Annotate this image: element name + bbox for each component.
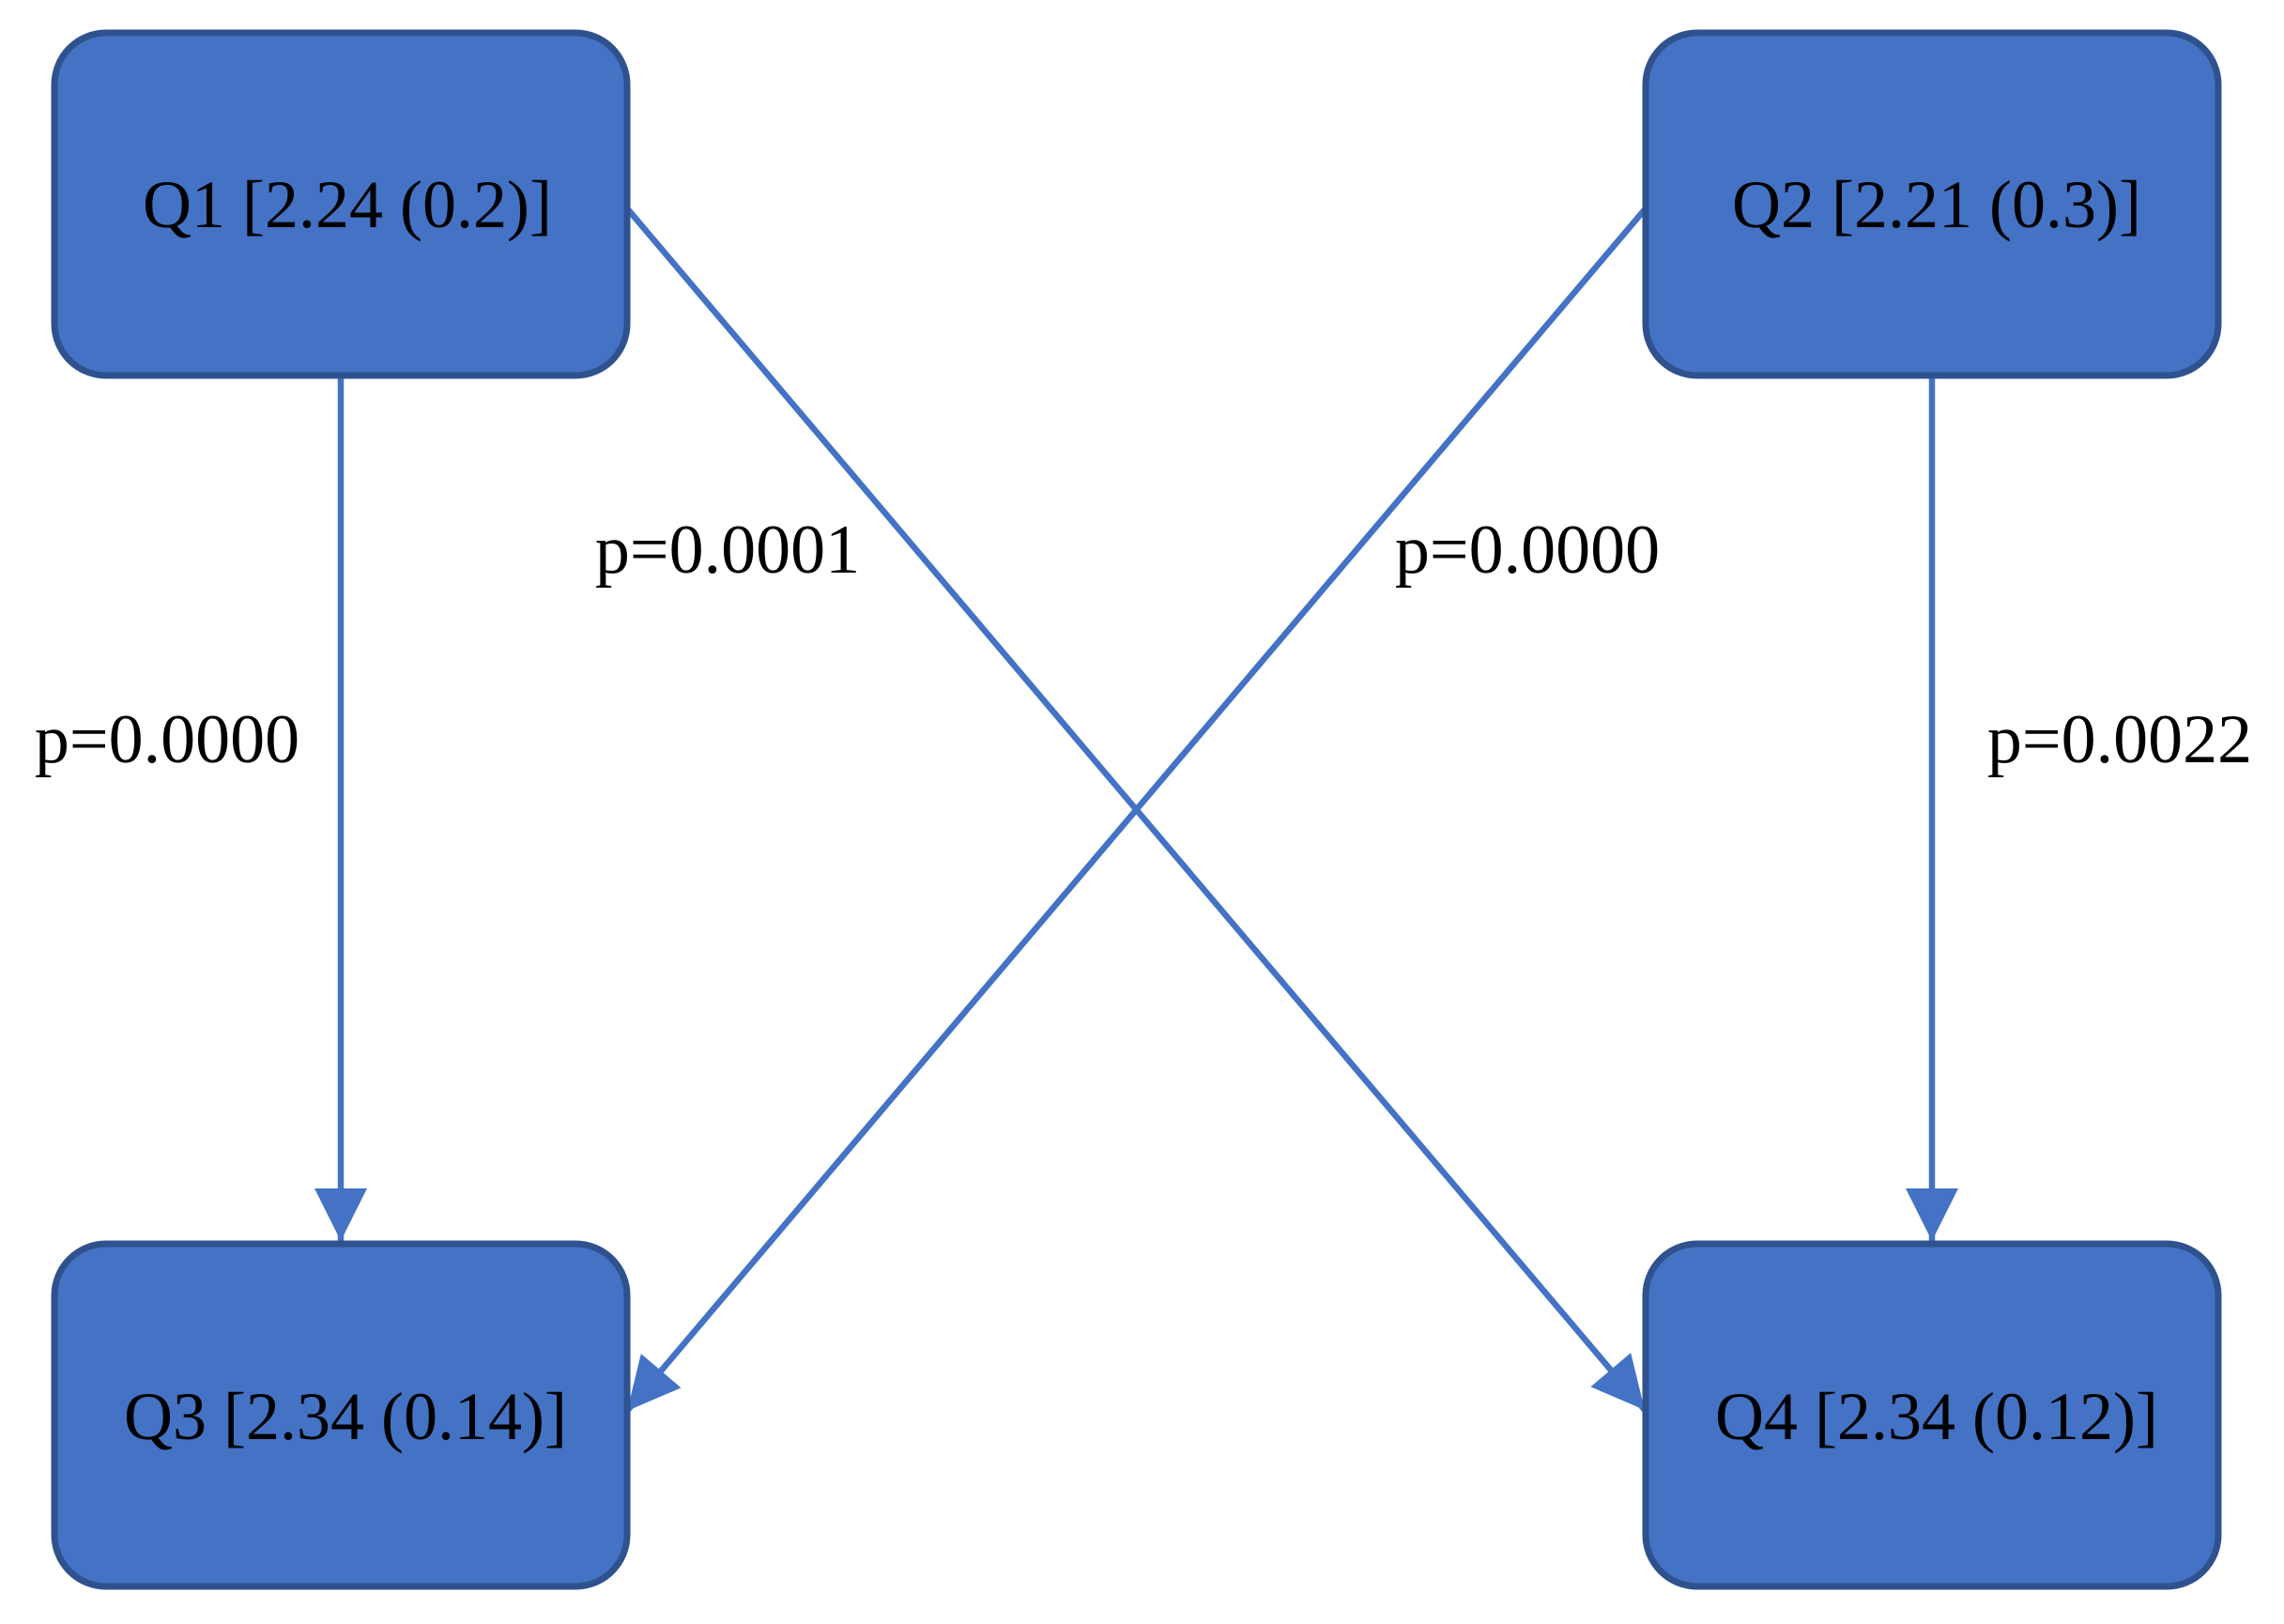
node-q1-shape — [51, 29, 631, 379]
node-q3: Q3 [2.34 (0.14)] — [51, 1240, 631, 1590]
node-q2-label: Q2 [2.21 (0.3)] — [1732, 167, 2141, 242]
edge-q2-to-q3 — [624, 206, 1648, 1414]
node-q4: Q4 [2.34 (0.12)] — [1642, 1240, 2222, 1590]
edge-q1-q3-pvalue-label: p=0.0000 — [35, 701, 299, 778]
edge-q2-q4-pvalue-label: p=0.0022 — [1987, 701, 2252, 778]
node-q1-label: Q1 [2.24 (0.2)] — [143, 167, 552, 242]
node-q2-shape — [1642, 29, 2222, 379]
node-q3-shape — [51, 1240, 631, 1590]
node-q3-label: Q3 [2.34 (0.14)] — [124, 1379, 567, 1454]
node-q4-shape — [1642, 1240, 2222, 1590]
node-q2: Q2 [2.21 (0.3)] — [1642, 29, 2222, 379]
node-q4-label: Q4 [2.34 (0.12)] — [1715, 1379, 2158, 1454]
node-q1: Q1 [2.24 (0.2)] — [51, 29, 631, 379]
edge-q2-q3-pvalue-label: p=0.0000 — [1395, 512, 1660, 589]
edge-q1-q4-pvalue-label: p=0.0001 — [595, 512, 860, 589]
